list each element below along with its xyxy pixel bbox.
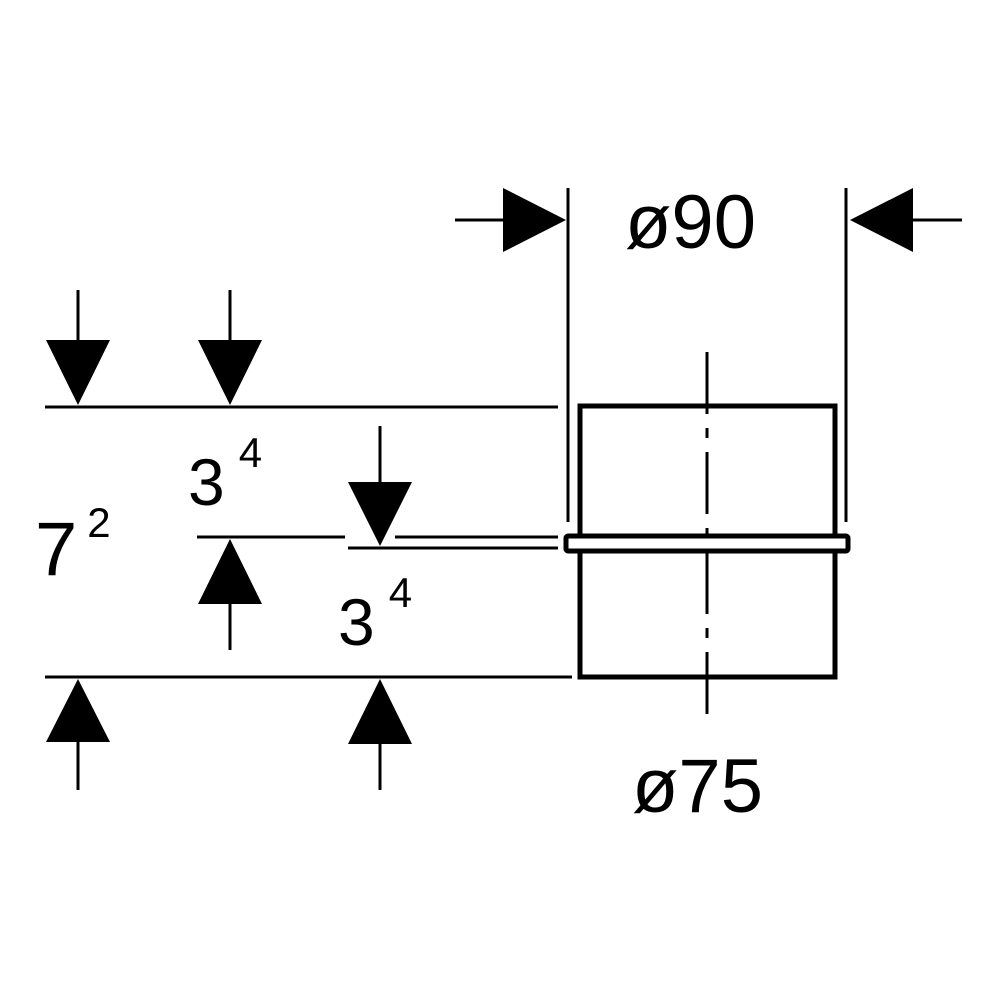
arrow-up-icon (198, 539, 262, 604)
arrow-right-icon (503, 188, 566, 252)
arrow-up-icon (348, 679, 412, 744)
arrow-down-icon (46, 340, 110, 405)
height-dimension-lines (45, 405, 572, 679)
diameter-90-dimension: ø90 (455, 180, 962, 522)
arrow-up-icon (46, 679, 110, 742)
outer-diameter-label: ø90 (625, 180, 756, 265)
upper-height-base: 3 (188, 445, 225, 519)
arrow-down-icon (198, 340, 262, 405)
total-height-sup: 2 (87, 499, 110, 546)
lower-height-base: 3 (338, 585, 375, 659)
arrow-down-icon (348, 482, 412, 546)
lower-height-sup: 4 (389, 569, 412, 616)
total-height-base: 7 (35, 507, 77, 592)
inner-diameter-label: ø75 (632, 744, 763, 829)
upper-height-sup: 4 (239, 429, 262, 476)
pipe-coupling (563, 352, 851, 722)
arrow-left-icon (850, 188, 913, 252)
coupling-center-collar (563, 533, 851, 554)
